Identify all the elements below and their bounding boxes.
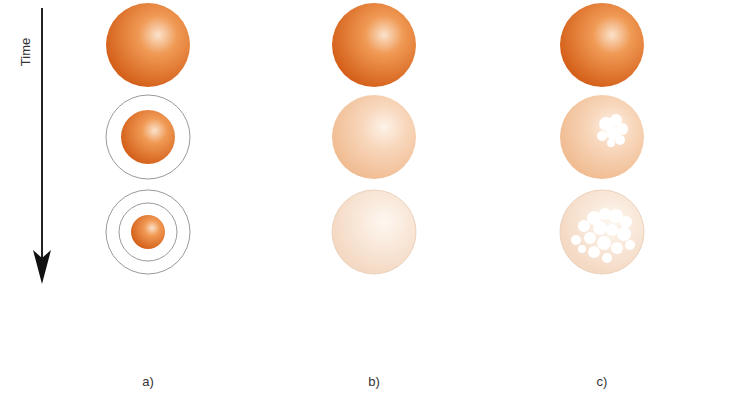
pore [593,221,607,235]
pore [597,236,611,250]
shell-ring [106,95,190,179]
time-arrow-shaft [41,8,43,258]
pore [588,246,600,258]
pore [615,135,625,145]
pore [606,224,618,236]
pore [611,242,623,254]
pore [620,216,632,228]
shell-ring [106,190,190,274]
pore [571,235,581,245]
pore [584,232,596,244]
pore [607,139,615,147]
fading-sphere [332,95,416,179]
shrinking-sphere [131,215,165,249]
porous-sphere [560,95,644,179]
porous-sphere [560,190,644,274]
sphere [106,3,190,87]
pore [578,245,586,253]
sphere [332,3,416,87]
pore [602,253,612,263]
sphere [560,3,644,87]
shell-ring [119,203,177,261]
pores [571,208,635,263]
shrinking-sphere [121,110,175,164]
panel-label: b) [368,374,380,390]
axis-label: Time [18,38,34,66]
time-arrow-head [33,250,51,284]
panel-label: c) [597,374,608,390]
pore [599,208,611,220]
pore [597,131,607,141]
pore [625,240,635,250]
pores [597,114,628,147]
panel-label: a) [142,374,154,390]
fading-sphere [332,190,416,274]
pore [617,227,631,241]
